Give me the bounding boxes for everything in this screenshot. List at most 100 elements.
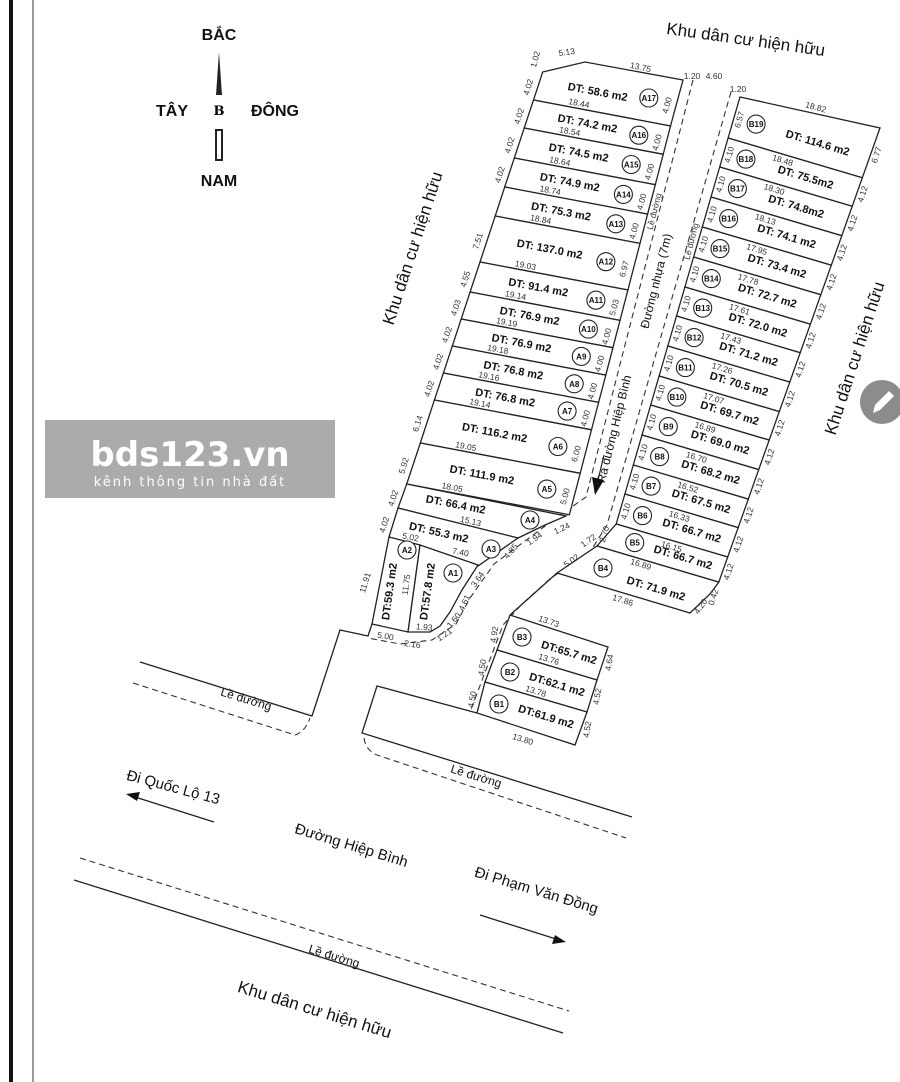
dimension-label: 19.05 (454, 439, 477, 453)
dimension-label: 19.19 (495, 315, 518, 329)
lot-outline[interactable] (405, 442, 582, 516)
dimension-label: 1.20 (684, 71, 701, 81)
dimension-label: 18.84 (529, 212, 552, 226)
dimension-label: 4.02 (440, 325, 454, 344)
dimension-label: 4.12 (845, 213, 860, 232)
dimension-label: 6.00 (569, 444, 583, 463)
internal-road-name: Đường nhựa (7m) (638, 232, 675, 330)
residential-area-label-top: Khu dân cư hiện hữu (665, 19, 826, 60)
direction-pvd: Đi Phạm Văn Đồng (472, 864, 600, 918)
lot-id: A15 (624, 161, 639, 170)
direction-ql13: Đi Quốc Lộ 13 (125, 767, 222, 808)
lot-id-badge: B10 (667, 387, 687, 407)
lot-id: B8 (654, 453, 665, 462)
dimension-label: 4.00 (585, 381, 599, 400)
road-edge-left-upper (139, 623, 373, 717)
lot-id: A16 (631, 131, 646, 140)
dimension-label: 4.00 (642, 162, 656, 181)
lot-id-badge: B8 (650, 447, 670, 467)
edit-button[interactable] (860, 380, 900, 424)
lot-id: A8 (569, 380, 580, 389)
lot-id-badge: B7 (641, 476, 661, 496)
dimension-label: 4.12 (762, 447, 777, 466)
lot-id-badge: A10 (578, 319, 598, 339)
lot-id: B13 (695, 304, 710, 313)
dimension-label: 19.14 (469, 396, 492, 410)
lot-id-badge: A7 (557, 401, 577, 421)
lot-outline[interactable] (407, 544, 479, 633)
dimension-label: 4.10 (619, 502, 633, 521)
lot-id: B12 (687, 334, 702, 343)
dimension-label: 4.10 (687, 265, 701, 284)
dimension-label: 4.12 (731, 535, 746, 554)
dimension-label: 2.70 (597, 525, 611, 544)
lot-id-badge: A15 (621, 154, 641, 175)
lot-id-badge: B1 (489, 694, 509, 714)
road-edge-lower (73, 879, 564, 1034)
internal-road-edge-right (469, 91, 732, 713)
lot-id: A3 (486, 545, 497, 554)
dimension-label: 4.10 (653, 383, 667, 402)
lot-id-badge: B16 (719, 209, 739, 229)
lot-id-badge: B12 (684, 328, 704, 348)
dimension-label: 4.50 (476, 658, 489, 676)
watermark-bg (45, 420, 335, 498)
compass-south: NAM (201, 173, 237, 190)
dimension-label: 4.12 (772, 418, 787, 437)
dimension-label: 4.02 (386, 488, 400, 507)
lot-id: B7 (646, 482, 657, 491)
lot-id-badge: B11 (675, 358, 695, 378)
lot-id: B3 (517, 633, 528, 642)
dimension-label: 4.00 (627, 221, 641, 240)
compass-needle-north-icon (216, 52, 222, 95)
lot-id-badge: A5 (537, 479, 557, 499)
watermark-tagline: kênh thông tin nhà đất (94, 475, 287, 490)
lot-outline[interactable] (532, 61, 684, 127)
lot-id-badge: B13 (693, 298, 713, 318)
dimension-label: 19.03 (514, 258, 537, 272)
dimension-label: 4.03 (449, 298, 463, 317)
lot-id-badge: A1 (443, 563, 463, 583)
lot-id: B9 (663, 423, 674, 432)
dimension-label: 4.60 (706, 71, 723, 81)
lot-id-badge: B18 (736, 149, 756, 169)
dimension-label: 4.12 (834, 243, 849, 262)
residential-area-label-left: Khu dân cư hiện hữu (379, 169, 446, 327)
dimension-label: 6.57 (732, 110, 746, 129)
sidewalk-lower (79, 857, 570, 1012)
compass-east: ĐÔNG (251, 101, 299, 120)
road-edge-right-upper (361, 685, 633, 818)
sidewalk-left-upper (132, 682, 311, 736)
dimension-label: 4.02 (377, 515, 391, 534)
lot-id: B4 (598, 564, 609, 573)
dimension-label: 4.00 (592, 354, 606, 373)
